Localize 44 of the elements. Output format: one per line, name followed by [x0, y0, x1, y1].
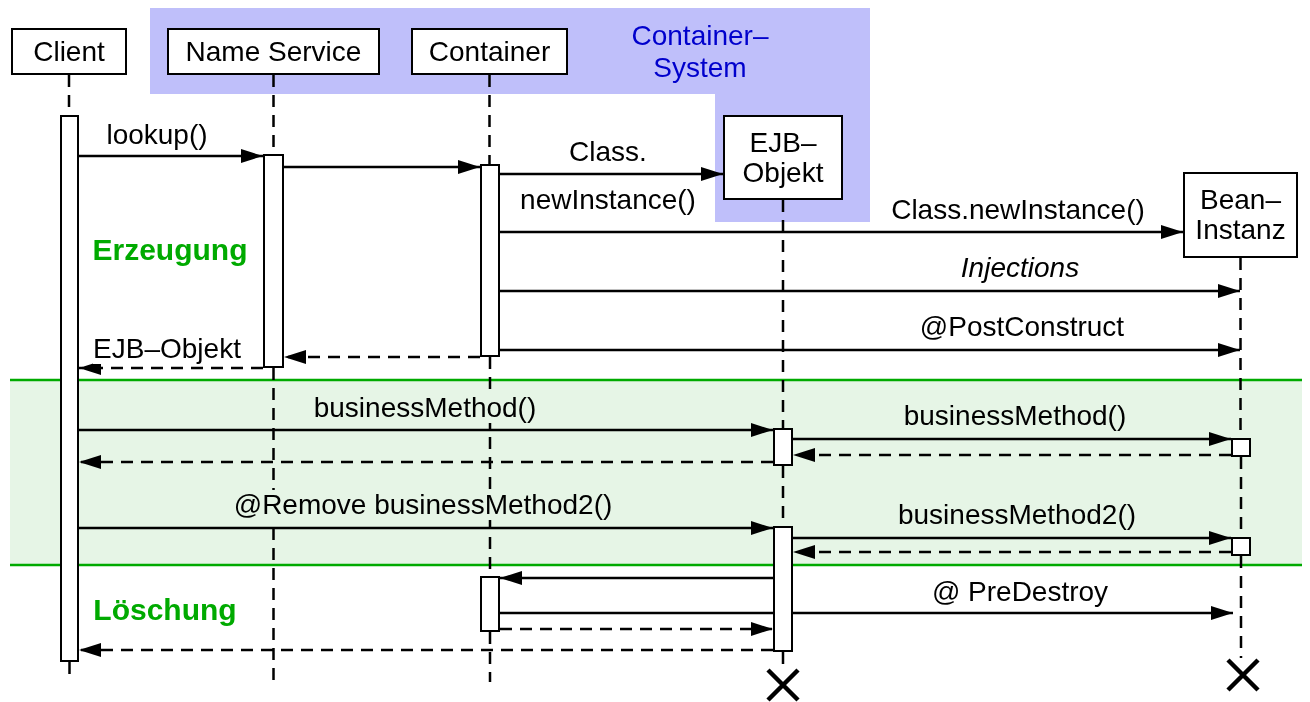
- message-arrow: [500, 167, 723, 181]
- message-arrow: [79, 521, 773, 535]
- activation-bar: [60, 115, 79, 662]
- destroy-mark: [766, 668, 800, 702]
- phase-label: Löschung: [93, 595, 237, 625]
- message-arrow: [793, 448, 1231, 462]
- lifeline: [488, 75, 491, 164]
- phase-label: Erzeugung: [92, 235, 248, 265]
- message-arrow: [284, 350, 480, 364]
- message-arrow: [500, 571, 773, 585]
- lifeline: [488, 632, 492, 682]
- message-arrow: [500, 284, 1240, 298]
- message-arrow: [79, 455, 773, 469]
- message-arrow: [500, 606, 1233, 620]
- message-arrow: [79, 361, 263, 375]
- message-arrow: [793, 531, 1231, 545]
- message-arrow: [500, 622, 773, 636]
- message-arrow: [500, 225, 1183, 239]
- activation-bar: [1231, 537, 1251, 556]
- message-arrow: [79, 423, 773, 437]
- participant-box: Name Service: [167, 28, 380, 75]
- activation-bar: [773, 428, 793, 466]
- message-arrow: [79, 643, 773, 657]
- participant-box: EJB– Objekt: [723, 115, 843, 200]
- participant-box: Client: [11, 28, 127, 75]
- lifeline: [1239, 556, 1243, 658]
- activation-bar: [480, 576, 500, 632]
- message-arrow: [793, 545, 1231, 559]
- lifeline: [272, 368, 275, 682]
- activation-bar: [1231, 438, 1251, 457]
- message-arrow: [793, 432, 1231, 446]
- message-arrow: [500, 343, 1240, 357]
- destroy-mark: [1226, 658, 1260, 692]
- message-arrow: [284, 160, 480, 174]
- edge-label: @Remove businessMethod2(): [233, 490, 613, 520]
- lifeline: [781, 200, 785, 428]
- activation-bar: [773, 526, 793, 652]
- edge-label: Class. newInstance(): [519, 135, 697, 217]
- participant-box: Bean– Instanz: [1183, 172, 1298, 258]
- region-title: Container– System: [630, 20, 770, 84]
- participant-box: Container: [411, 28, 568, 75]
- activation-bar: [263, 154, 284, 368]
- activation-bar: [480, 164, 500, 357]
- message-arrow: [79, 149, 263, 163]
